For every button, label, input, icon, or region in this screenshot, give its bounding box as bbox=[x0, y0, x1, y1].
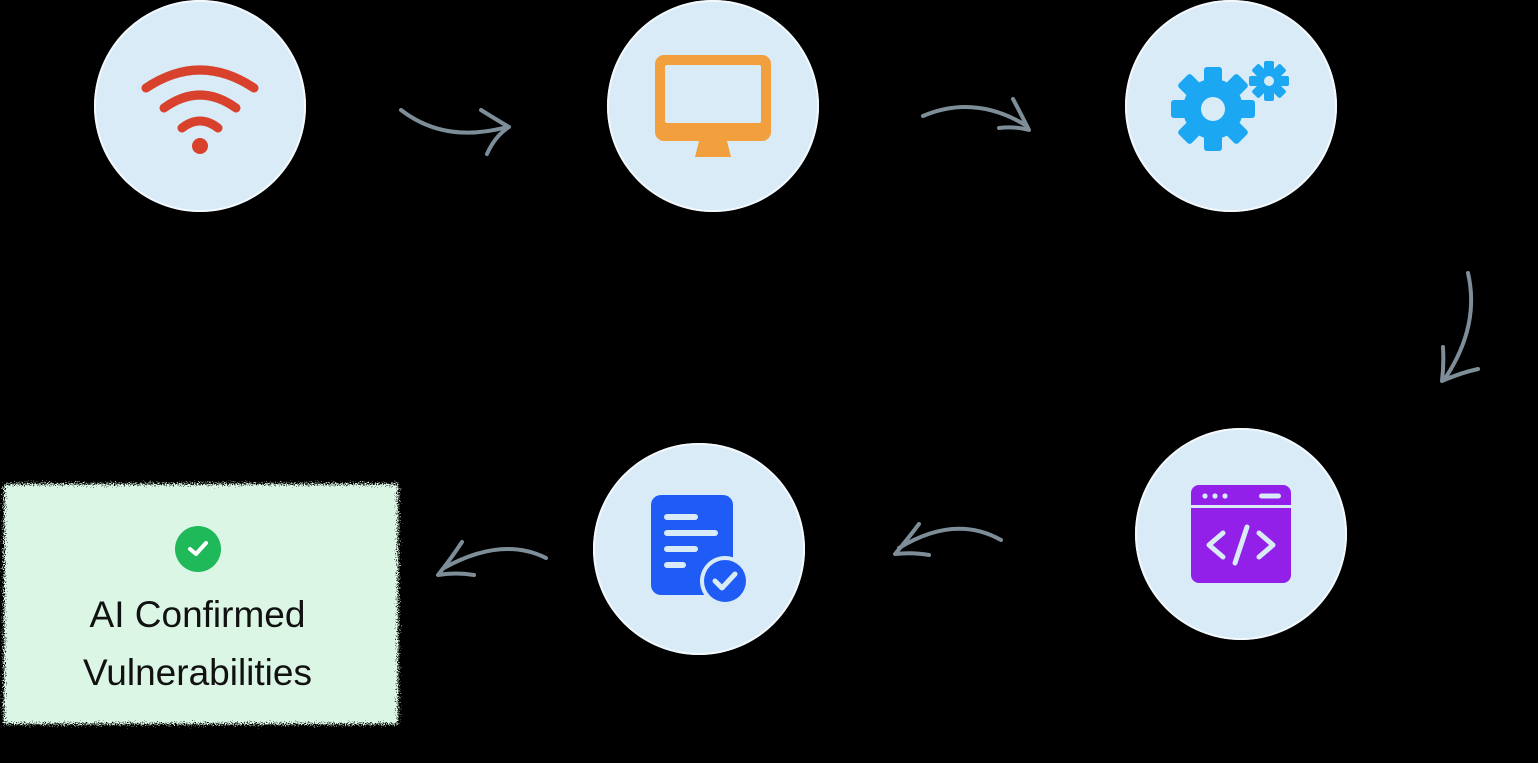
result-box: AI Confirmed Vulnerabilities bbox=[0, 478, 405, 730]
check-circle-icon bbox=[174, 526, 221, 572]
gears-icon bbox=[1171, 61, 1289, 151]
result-label: AI Confirmed Vulnerabilities bbox=[38, 586, 358, 702]
arrow-processing-to-code bbox=[1440, 271, 1480, 383]
monitor-icon bbox=[655, 55, 771, 157]
code-analysis-node bbox=[1135, 428, 1347, 640]
result-box-background bbox=[4, 484, 398, 724]
processing-node bbox=[1125, 0, 1337, 212]
result-label-line2: Vulnerabilities bbox=[83, 652, 312, 693]
arrow-code-to-report bbox=[893, 522, 1003, 557]
arrow-report-to-result bbox=[436, 540, 548, 577]
result-label-line1: AI Confirmed bbox=[89, 594, 306, 635]
computer-node bbox=[607, 0, 819, 212]
report-node bbox=[593, 443, 805, 655]
code-window-icon bbox=[1191, 485, 1291, 583]
arrow-network-to-computer bbox=[399, 108, 511, 156]
arrow-computer-to-processing bbox=[921, 97, 1031, 132]
wifi-icon bbox=[141, 65, 259, 154]
document-check-icon bbox=[651, 495, 749, 605]
network-node bbox=[94, 0, 306, 212]
